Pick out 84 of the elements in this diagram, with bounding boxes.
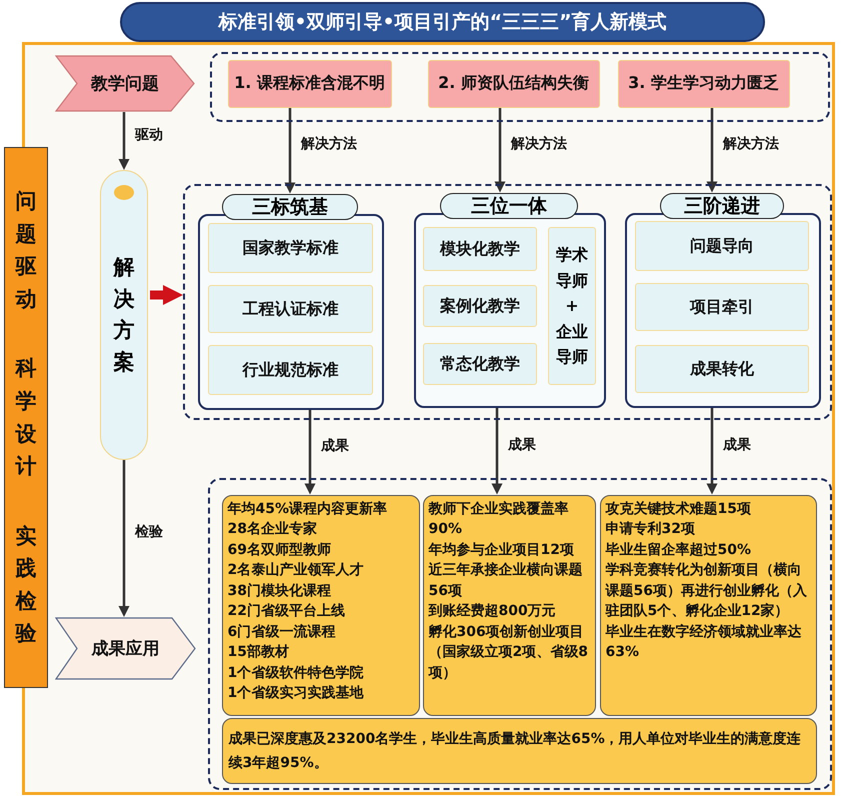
method-label: 项目牵引 bbox=[690, 296, 754, 318]
dashed-group-frame bbox=[208, 478, 832, 790]
arrow bbox=[284, 108, 296, 194]
result-text: 1个省级软件特色学院 bbox=[228, 664, 364, 682]
arrow bbox=[304, 410, 316, 494]
arrow bbox=[118, 460, 130, 617]
result-text: 年均45%课程内容更新率 bbox=[228, 500, 388, 518]
result-text: 毕业生在数字经济领域就业率达63% bbox=[606, 622, 802, 662]
mentor-label: 学术导师 + 企业导师 bbox=[556, 244, 588, 368]
method-label: 常态化教学 bbox=[440, 354, 520, 374]
mentor-box bbox=[548, 227, 596, 385]
stage-tag bbox=[55, 55, 195, 112]
title-text: 标准引领•双师引导•项目引产的“三三三”育人新模式 bbox=[218, 10, 667, 35]
side-label: 实践检验 bbox=[16, 522, 36, 648]
result-text: 毕业生留企率超过50% bbox=[606, 540, 752, 560]
dashed-group-frame bbox=[210, 52, 830, 122]
method-label: 案例化教学 bbox=[440, 296, 520, 316]
problem-label: 1. 课程标准含混不明 bbox=[234, 73, 385, 94]
arrow bbox=[706, 408, 718, 494]
arrow bbox=[118, 112, 130, 170]
method-box bbox=[208, 345, 373, 395]
dashed-group-frame bbox=[183, 184, 832, 420]
chevron-label: 成果应用 bbox=[92, 638, 160, 660]
panel-heading: 三位一体 bbox=[440, 192, 578, 218]
method-label: 行业规范标准 bbox=[242, 360, 338, 380]
result-text: 攻克关键技术难题15项 bbox=[606, 500, 752, 518]
stage-tag bbox=[55, 617, 196, 680]
method-label: 成果转化 bbox=[690, 358, 754, 380]
arrow bbox=[494, 108, 506, 192]
method-box bbox=[635, 221, 809, 271]
edge-label: 成果 bbox=[319, 436, 351, 454]
method-box bbox=[423, 343, 537, 385]
edge-label: 检验 bbox=[133, 523, 165, 541]
result-text: 孵化306项创新创业项目（国家级立项2项、省级8项） bbox=[428, 622, 589, 682]
problem-label: 2. 师资队伍结构失衡 bbox=[438, 73, 589, 94]
edge-label: 驱动 bbox=[133, 126, 165, 144]
problem-label: 3. 学生学习动力匮乏 bbox=[628, 73, 779, 94]
method-box bbox=[208, 285, 373, 333]
result-text: 28名企业专家 bbox=[228, 520, 318, 539]
result-text: 到账经费超800万元 bbox=[428, 602, 557, 621]
result-text: 15部教材 bbox=[228, 642, 290, 662]
result-card bbox=[222, 494, 420, 716]
problem-box bbox=[428, 60, 600, 108]
arrow bbox=[706, 108, 718, 192]
side-label: 科学设计 bbox=[16, 355, 36, 480]
chevron-label: 教学问题 bbox=[91, 73, 159, 95]
result-text: 1个省级实习实践基地 bbox=[228, 684, 364, 703]
block-arrow bbox=[150, 285, 183, 305]
edge-label: 解决方法 bbox=[721, 134, 781, 152]
result-text: 2名泰山产业领军人才 bbox=[228, 561, 364, 580]
method-label: 模块化教学 bbox=[440, 238, 520, 260]
result-text: 学科竞赛转化为创新项目（横向课题56项）再进行创业孵化（入驻团队5个、孵化企业12家） bbox=[606, 560, 808, 621]
method-box bbox=[208, 223, 373, 273]
method-box bbox=[423, 285, 537, 327]
result-text: 69名双师型教师 bbox=[228, 540, 332, 560]
method-box bbox=[635, 345, 809, 393]
summary-card bbox=[222, 718, 816, 784]
result-text: 38门模块化课程 bbox=[228, 582, 332, 600]
result-text: 近三年承接企业横向课题56项 bbox=[428, 561, 584, 600]
pill-label: 解决方案 bbox=[114, 254, 134, 376]
problem-box bbox=[618, 60, 790, 108]
edge-label: 成果 bbox=[506, 436, 538, 454]
result-text: 6门省级一流课程 bbox=[228, 622, 336, 642]
edge-label: 成果 bbox=[721, 436, 753, 454]
panel-heading: 三阶递进 bbox=[660, 192, 784, 218]
method-label: 问题导向 bbox=[690, 236, 754, 256]
method-label: 工程认证标准 bbox=[242, 298, 338, 320]
result-card bbox=[422, 494, 596, 716]
method-box bbox=[635, 283, 809, 331]
side-band bbox=[4, 147, 48, 688]
result-text: 成果已深度惠及23200名学生，毕业生高质量就业率达65%，用人单位对毕业生的满意度连续3年超95%。 bbox=[228, 730, 802, 772]
result-card bbox=[600, 494, 816, 716]
method-box bbox=[423, 227, 537, 271]
side-label: 问题驱动 bbox=[16, 188, 36, 313]
result-text: 申请专利32项 bbox=[606, 520, 696, 539]
edge-label: 解决方法 bbox=[299, 135, 359, 153]
edge-label: 解决方法 bbox=[509, 134, 569, 152]
panel-heading: 三标筑基 bbox=[222, 194, 358, 220]
problem-box bbox=[228, 60, 392, 108]
result-text: 教师下企业实践覆盖率90% bbox=[428, 500, 570, 539]
arrow bbox=[492, 408, 502, 494]
method-label: 国家教学标准 bbox=[242, 238, 338, 258]
result-text: 22门省级平台上线 bbox=[228, 602, 346, 621]
solution-pill bbox=[100, 170, 148, 460]
